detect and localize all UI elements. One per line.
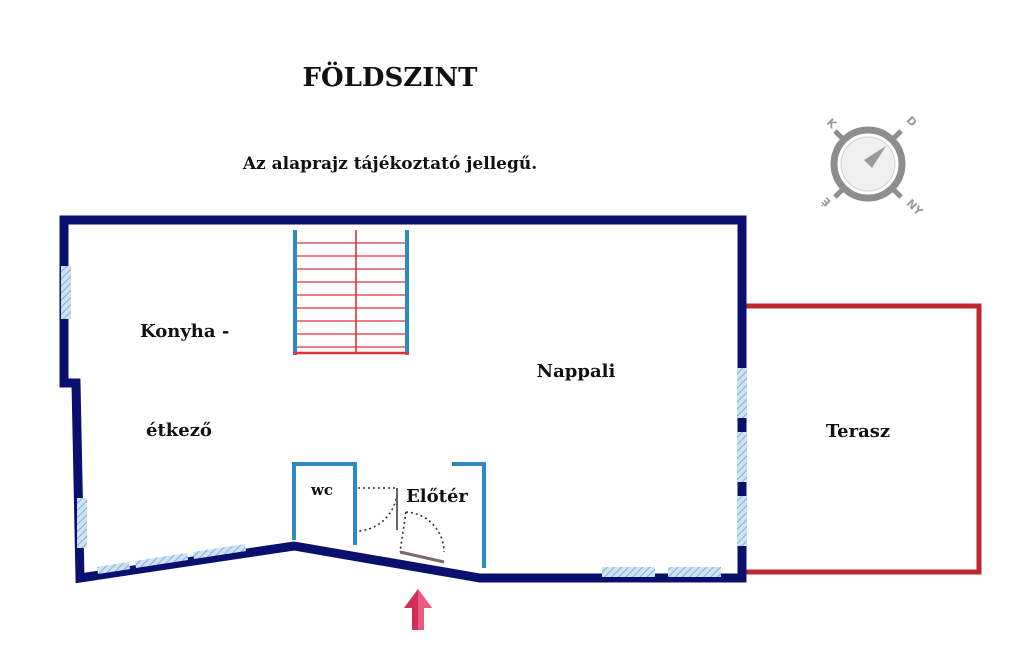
window <box>97 562 130 574</box>
window <box>61 266 71 319</box>
window <box>737 432 747 482</box>
window <box>193 544 246 559</box>
window <box>602 567 655 577</box>
room-label-dining: étkező <box>146 420 212 441</box>
room-label-living: Nappali <box>537 361 616 382</box>
compass-icon: K D É NY <box>819 114 926 219</box>
room-label-hall: Előtér <box>406 486 468 507</box>
window <box>668 567 721 577</box>
window <box>77 498 87 548</box>
door-swing-icon <box>357 487 445 564</box>
window <box>737 368 747 418</box>
compass-label-east: K <box>824 116 840 132</box>
entrance-arrow-icon <box>404 589 432 630</box>
staircase <box>293 230 409 355</box>
plan-title: FÖLDSZINT <box>303 61 479 93</box>
room-label-terrace: Terasz <box>826 421 890 442</box>
terrace-outline <box>740 303 982 575</box>
plan-subtitle: Az alaprajz tájékoztató jellegű. <box>242 154 537 174</box>
room-label-wc: wc <box>310 481 333 499</box>
compass-label-south: D <box>904 114 920 130</box>
window <box>135 553 188 568</box>
compass-label-west: NY <box>904 197 926 219</box>
exterior-walls <box>59 215 747 584</box>
window <box>737 496 747 546</box>
compass-label-north: É <box>819 194 834 209</box>
partition-walls <box>292 462 486 568</box>
room-label-kitchen: Konyha - <box>140 321 229 342</box>
